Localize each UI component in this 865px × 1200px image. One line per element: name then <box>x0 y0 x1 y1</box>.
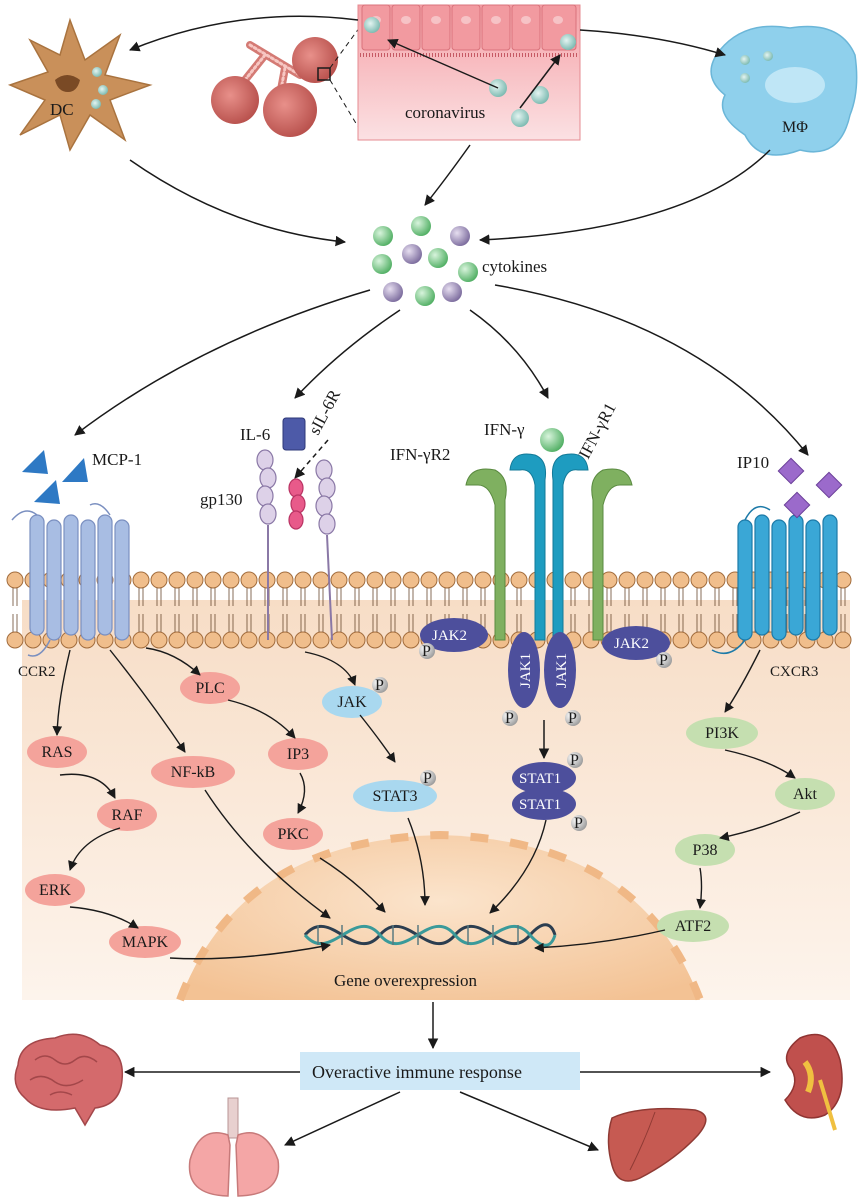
pathway-node-atf2: ATF2 <box>657 910 729 942</box>
ifng-label: IFN-γ <box>484 420 525 439</box>
cxcr3-label: CXCR3 <box>770 664 818 680</box>
jak1-left: JAK1 P <box>502 632 540 727</box>
svg-text:RAS: RAS <box>41 744 72 761</box>
ccr2-label: CCR2 <box>18 664 56 680</box>
svg-text:P38: P38 <box>693 842 718 859</box>
gene-overexpression-label: Gene overexpression <box>334 971 478 990</box>
dc-label: DC <box>50 100 74 119</box>
svg-text:JAK1: JAK1 <box>554 653 570 688</box>
ifngr2-label: IFN-γR2 <box>390 445 450 464</box>
stat1-dimer: STAT1 STAT1 P P <box>512 752 587 832</box>
pathway-node-pkc: PKC <box>263 818 323 850</box>
svg-text:STAT1: STAT1 <box>519 797 561 813</box>
cxcr3-receptor: IP10 CXCR3 <box>711 453 843 680</box>
svg-text:JAK2: JAK2 <box>432 628 467 644</box>
epithelium: coronavirus <box>357 4 581 141</box>
pathway-node-ip3: IP3 <box>268 738 328 770</box>
svg-text:STAT3: STAT3 <box>373 788 418 805</box>
svg-text:P: P <box>375 677 384 694</box>
lungs-icon <box>188 1097 280 1197</box>
pathway-node-nfkb: NF-kB <box>151 756 235 788</box>
svg-text:PKC: PKC <box>277 826 308 843</box>
pathway-node-stat3: STAT3 <box>353 780 437 812</box>
svg-text:P: P <box>423 770 432 787</box>
stat3-phospho: P <box>420 770 436 787</box>
svg-text:JAK2: JAK2 <box>614 636 649 652</box>
nucleus <box>176 830 704 1002</box>
pathway-node-mapk: MAPK <box>109 926 181 958</box>
svg-text:P: P <box>570 752 579 769</box>
brain-icon <box>14 1033 124 1127</box>
coronavirus-label: coronavirus <box>405 103 485 122</box>
pathway-node-p38: P38 <box>675 834 735 866</box>
sil6r-label: sIL-6R <box>305 386 345 438</box>
ifngr1-label: IFN-γR1 <box>575 400 620 462</box>
pathway-node-akt: Akt <box>775 778 835 810</box>
cytokines-cluster: cytokines <box>372 216 547 306</box>
cytokines-label: cytokines <box>482 257 547 276</box>
macrophage-label: MΦ <box>782 119 808 136</box>
gp130-label: gp130 <box>200 490 243 509</box>
macrophage: MΦ <box>710 25 858 156</box>
svg-text:MAPK: MAPK <box>122 934 169 951</box>
overactive-response-box <box>300 1052 580 1090</box>
pathway-node-raf: RAF <box>97 799 157 831</box>
pathway-node-pi3k: PI3K <box>686 717 758 749</box>
svg-text:ERK: ERK <box>39 882 71 899</box>
svg-text:P: P <box>574 815 583 832</box>
pathway-node-jak: JAK <box>322 686 382 718</box>
svg-text:JAK1: JAK1 <box>518 653 534 688</box>
svg-text:P: P <box>505 710 514 727</box>
kidney-icon <box>784 1033 843 1131</box>
overactive-response-label: Overactive immune response <box>312 1062 522 1082</box>
jak-phospho: P <box>372 677 388 694</box>
mcp1-label: MCP-1 <box>92 450 142 469</box>
svg-text:JAK: JAK <box>337 694 367 711</box>
dna-helix-icon <box>303 923 557 947</box>
ccr2-receptor: MCP-1 CCR2 <box>11 450 142 680</box>
svg-text:RAF: RAF <box>111 807 142 824</box>
dendritic-cell: DC <box>7 17 153 152</box>
ip10-label: IP10 <box>737 453 769 472</box>
svg-text:P: P <box>568 710 577 727</box>
svg-text:P: P <box>422 643 431 660</box>
jak2-left: JAK2 P <box>419 618 488 660</box>
svg-text:IP3: IP3 <box>287 746 309 763</box>
svg-text:STAT1: STAT1 <box>519 771 561 787</box>
svg-text:PLC: PLC <box>195 680 224 697</box>
pathway-node-erk: ERK <box>25 874 85 906</box>
jak2-right: JAK2 P <box>602 626 672 669</box>
jak1-right: JAK1 P <box>544 632 581 727</box>
svg-text:Akt: Akt <box>793 786 818 803</box>
liver-icon <box>607 1107 707 1182</box>
il6-label: IL-6 <box>240 425 270 444</box>
svg-text:NF-kB: NF-kB <box>171 764 215 781</box>
pathway-node-ras: RAS <box>27 736 87 768</box>
svg-text:P: P <box>659 652 668 669</box>
lung-alveoli-icon <box>211 19 366 137</box>
svg-text:ATF2: ATF2 <box>675 918 711 935</box>
pathway-node-plc: PLC <box>180 672 240 704</box>
svg-text:PI3K: PI3K <box>705 725 739 742</box>
